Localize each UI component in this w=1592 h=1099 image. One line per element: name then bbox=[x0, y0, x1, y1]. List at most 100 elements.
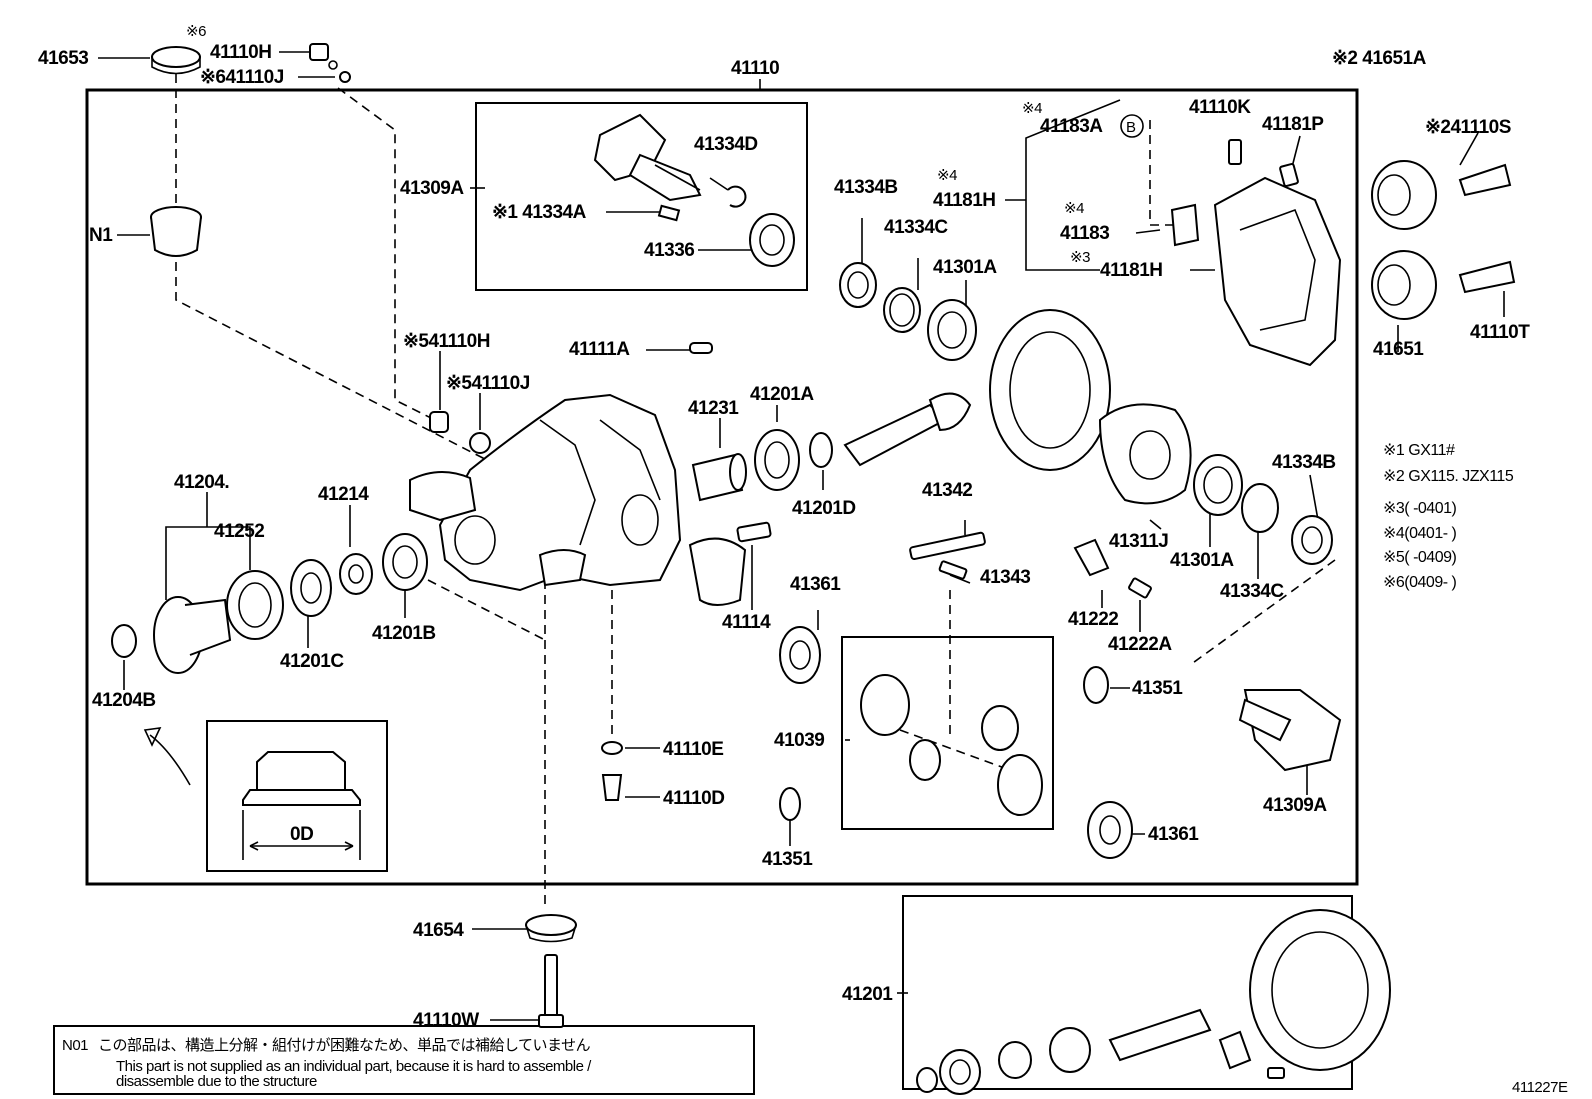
part-41110W-bolt bbox=[538, 954, 564, 1028]
mark-3-41181H: ※3 bbox=[1070, 249, 1090, 266]
label-41110J-mid: ※541110J bbox=[446, 373, 530, 394]
circle-b-marker: B bbox=[1120, 114, 1144, 138]
label-41201D: 41201D bbox=[792, 498, 856, 519]
label-41201C: 41201C bbox=[280, 651, 344, 672]
label-41301A-bottom: 41301A bbox=[1170, 550, 1234, 571]
label-41252: 41252 bbox=[214, 521, 264, 542]
label-41039: 41039 bbox=[774, 730, 824, 751]
n01-note: N01 この部品は、構造上分解・組付けが困難なため、単品では補給していません T… bbox=[62, 1037, 593, 1090]
label-41654: 41654 bbox=[413, 920, 464, 941]
part-41311J-diff-case bbox=[1098, 403, 1192, 505]
label-41351-bottom: 41351 bbox=[762, 849, 813, 870]
mark-4-41183A: ※4 bbox=[1022, 100, 1042, 117]
label-41111A: 41111A bbox=[569, 339, 630, 360]
label-41110W: 41110W bbox=[413, 1010, 479, 1031]
part-41111A-pin bbox=[689, 342, 713, 354]
label-od: 0D bbox=[290, 824, 313, 845]
circle-b-letter: B bbox=[1126, 119, 1136, 136]
label-41309A-top: 41309A bbox=[400, 178, 464, 199]
part-41110J-gasket-mid bbox=[469, 432, 491, 454]
label-41334B-bottom: 41334B bbox=[1272, 452, 1336, 473]
part-41201D-washer bbox=[809, 432, 833, 468]
part-41110K-breather bbox=[1228, 139, 1242, 165]
label-41183A: 41183A bbox=[1040, 116, 1103, 137]
note-english-line2: disassemble due to the structure bbox=[116, 1073, 317, 1090]
label-41334B-top: 41334B bbox=[834, 177, 898, 198]
label-41334C-top: 41334C bbox=[884, 217, 948, 238]
part-41204B-nut bbox=[111, 624, 137, 658]
part-41110E-gasket bbox=[601, 741, 623, 755]
label-41114: 41114 bbox=[722, 612, 771, 633]
part-41342-plate bbox=[909, 531, 986, 561]
part-41222-bolt bbox=[1073, 538, 1110, 577]
part-companion-flange-inset bbox=[593, 113, 795, 267]
label-41351-right: 41351 bbox=[1132, 678, 1183, 699]
label-41110: 41110 bbox=[731, 58, 779, 79]
part-41183-bracket bbox=[1170, 203, 1200, 247]
label-41311J: 41311J bbox=[1109, 531, 1168, 552]
label-41183: 41183 bbox=[1060, 223, 1109, 244]
label-41343: 41343 bbox=[980, 567, 1030, 588]
part-41334C-shim-bottom bbox=[1241, 483, 1279, 533]
label-41336: 41336 bbox=[644, 240, 694, 261]
part-41110S-bolt bbox=[1458, 163, 1512, 197]
part-41181P-bolt bbox=[1279, 162, 1299, 188]
label-41110D: 41110D bbox=[663, 788, 724, 809]
label-41110H-mid: ※541110H bbox=[403, 331, 490, 352]
mark-4-41183: ※4 bbox=[1064, 200, 1084, 217]
part-41110T-bolt bbox=[1458, 260, 1516, 294]
legend-item-2: ※2 GX115. JZX115 bbox=[1383, 468, 1514, 485]
label-41222A: 41222A bbox=[1108, 634, 1172, 655]
part-41204-flange bbox=[153, 596, 232, 674]
label-41651A: ※2 41651A bbox=[1332, 48, 1427, 69]
part-41361-washer-right bbox=[1087, 801, 1133, 859]
label-41231: 41231 bbox=[688, 398, 739, 419]
label-41201: 41201 bbox=[842, 984, 893, 1005]
label-41334D: 41334D bbox=[694, 134, 758, 155]
label-41110T: 41110T bbox=[1470, 322, 1530, 343]
part-41201B-bearing bbox=[382, 533, 428, 591]
label-41334A: ※1 41334A bbox=[492, 202, 587, 223]
label-41651: 41651 bbox=[1373, 339, 1424, 360]
label-41361-left: 41361 bbox=[790, 574, 841, 595]
note-box bbox=[53, 1025, 755, 1095]
part-41110H-bolt-top bbox=[309, 43, 338, 70]
label-41110H-top: 41110H bbox=[210, 42, 271, 63]
part-41351-washer-right bbox=[1083, 666, 1109, 704]
label-N1: N1 bbox=[89, 225, 113, 246]
part-41110J-washer-top bbox=[339, 71, 351, 83]
part-41334B-seal-bottom bbox=[1291, 515, 1333, 565]
legend-item-1: ※1 GX11# bbox=[1383, 442, 1455, 459]
label-41110S: ※241110S bbox=[1425, 117, 1511, 138]
label-41222: 41222 bbox=[1068, 609, 1118, 630]
part-41231-spacer bbox=[691, 453, 747, 502]
label-41201A: 41201A bbox=[750, 384, 814, 405]
part-41361-washer-left bbox=[779, 626, 821, 684]
part-41039-pinion-gear-set bbox=[860, 674, 1043, 816]
part-drive-pinion bbox=[843, 392, 972, 467]
leader-lines bbox=[98, 51, 1505, 1021]
label-41181P: 41181P bbox=[1262, 114, 1324, 135]
part-41301A-bearing-bottom bbox=[1193, 454, 1243, 516]
label-41309A-bottom: 41309A bbox=[1263, 795, 1327, 816]
nut-detail-inset-box bbox=[206, 720, 388, 872]
label-41201B: 41201B bbox=[372, 623, 436, 644]
part-41110-carrier-housing bbox=[409, 393, 682, 592]
part-41201C-bearing bbox=[290, 559, 332, 617]
part-41201A-bearing bbox=[754, 429, 800, 491]
label-41110E: 41110E bbox=[663, 739, 723, 760]
label-41110J-top: ※641110J bbox=[200, 67, 284, 88]
label-41204: 41204. bbox=[174, 472, 229, 493]
legend-item-5: ※5( -0409) bbox=[1383, 549, 1457, 566]
part-41214-spacer bbox=[339, 553, 373, 595]
label-41181H-b: 41181H bbox=[1100, 260, 1163, 281]
note-japanese: この部品は、構造上分解・組付けが困難なため、単品では補給していません bbox=[98, 1037, 591, 1054]
part-41110H-plug-mid bbox=[429, 411, 449, 433]
figure-number: 411227E bbox=[1512, 1079, 1568, 1096]
part-41252-deflector bbox=[226, 570, 284, 640]
part-41110D-plug bbox=[601, 774, 623, 801]
label-41204B: 41204B bbox=[92, 690, 156, 711]
main-assembly-frame bbox=[85, 88, 1359, 886]
part-41651-cap bbox=[1371, 250, 1437, 320]
